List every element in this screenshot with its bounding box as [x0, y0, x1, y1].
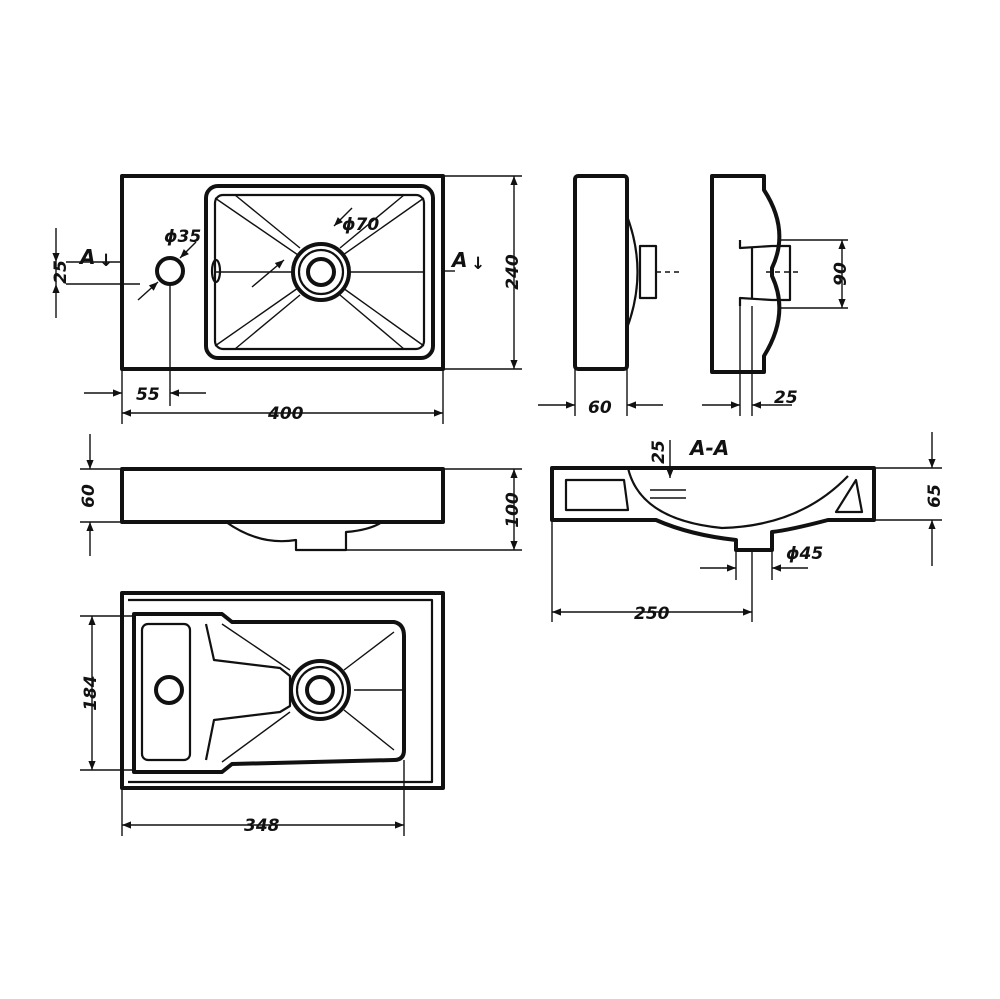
bottom-tap-hole	[154, 675, 184, 705]
section-arrow-right: ↓	[471, 254, 485, 274]
section-mark-left: A	[78, 245, 95, 269]
dim-front-height: 60	[79, 484, 99, 508]
dim-overall-length: 400	[267, 404, 304, 424]
top-view	[52, 174, 522, 424]
dim-drain-diameter: ϕ70	[342, 215, 379, 235]
dim-top-hole-offset: 25	[51, 260, 71, 284]
dim-rear-wall: 25	[774, 388, 798, 408]
dim-tap-hole-diameter: ϕ35	[164, 227, 201, 247]
bottom-drain	[289, 659, 351, 721]
section-a-a-view	[550, 432, 942, 622]
dim-section-height: 65	[925, 484, 945, 508]
dim-bowl-length: 348	[244, 816, 280, 836]
dim-drain-height: 90	[831, 262, 851, 286]
section-title: A-A	[688, 436, 729, 460]
drain-hole	[291, 242, 351, 302]
front-view	[80, 434, 522, 556]
section-arrow-left: ↓	[99, 251, 113, 271]
side-section-view	[702, 174, 848, 416]
bottom-view	[80, 591, 445, 836]
side-view	[538, 174, 680, 416]
tap-hole	[155, 256, 222, 286]
dim-drain-distance: 250	[634, 604, 670, 624]
dim-side-depth: 60	[588, 398, 612, 418]
dim-tap-offset-x: 55	[136, 385, 160, 405]
dim-total-height: 100	[503, 492, 523, 528]
section-mark-right: A	[450, 248, 467, 272]
dim-overall-width: 240	[503, 254, 523, 290]
dim-section-top: 25	[649, 440, 669, 464]
dim-bowl-width: 184	[81, 675, 101, 711]
dim-outlet-diameter: ϕ45	[786, 544, 823, 564]
